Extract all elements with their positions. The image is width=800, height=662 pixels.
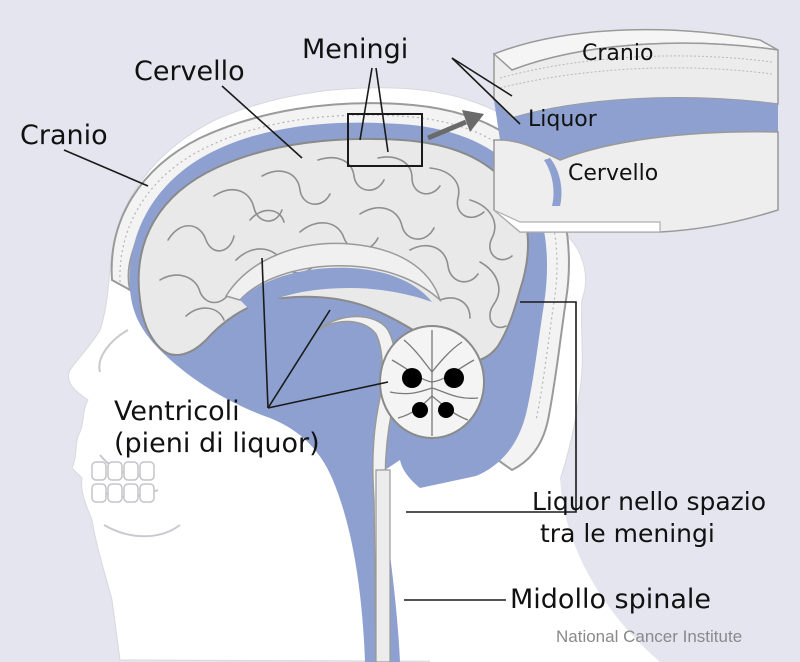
inset-bone-texture xyxy=(499,55,773,89)
lateral-ventricle xyxy=(240,267,432,312)
skull-inner-line xyxy=(119,114,558,421)
neck-back xyxy=(430,470,660,662)
inset-sulcus xyxy=(544,158,562,206)
label-cranio: Cranio xyxy=(20,120,108,151)
credit-text: National Cancer Institute xyxy=(556,627,742,646)
corpus-callosum xyxy=(224,242,442,303)
spinal-cord xyxy=(375,469,391,662)
zoom-box xyxy=(347,113,423,167)
label-ventricoli-line1: Ventricoli xyxy=(114,396,240,427)
inset-csf-layer xyxy=(494,97,778,160)
label-cervello: Cervello xyxy=(134,56,245,87)
third-ventricle xyxy=(262,298,334,366)
inset-label-cervello: Cervello xyxy=(568,161,658,186)
cerebellum-folia xyxy=(389,330,479,436)
leader-lines xyxy=(63,57,577,601)
inset-label-cranio: Cranio xyxy=(582,41,653,66)
inset-brain xyxy=(493,131,779,233)
label-ventricoli-line2: (pieni di liquor) xyxy=(114,428,320,459)
label-liquor-spazio-line1: Liquor nello spazio xyxy=(532,487,766,516)
label-midollo-spinale: Midollo spinale xyxy=(510,584,711,615)
inset-label-liquor: Liquor xyxy=(528,107,598,132)
zoom-arrow xyxy=(427,110,484,141)
teeth xyxy=(91,461,155,503)
label-liquor-spazio-line2: tra le meningi xyxy=(540,519,715,548)
inset-front-face xyxy=(493,209,661,233)
label-meningi: Meningi xyxy=(302,34,408,65)
cerebral-gyri xyxy=(159,156,513,329)
meninges-inset xyxy=(492,28,779,233)
